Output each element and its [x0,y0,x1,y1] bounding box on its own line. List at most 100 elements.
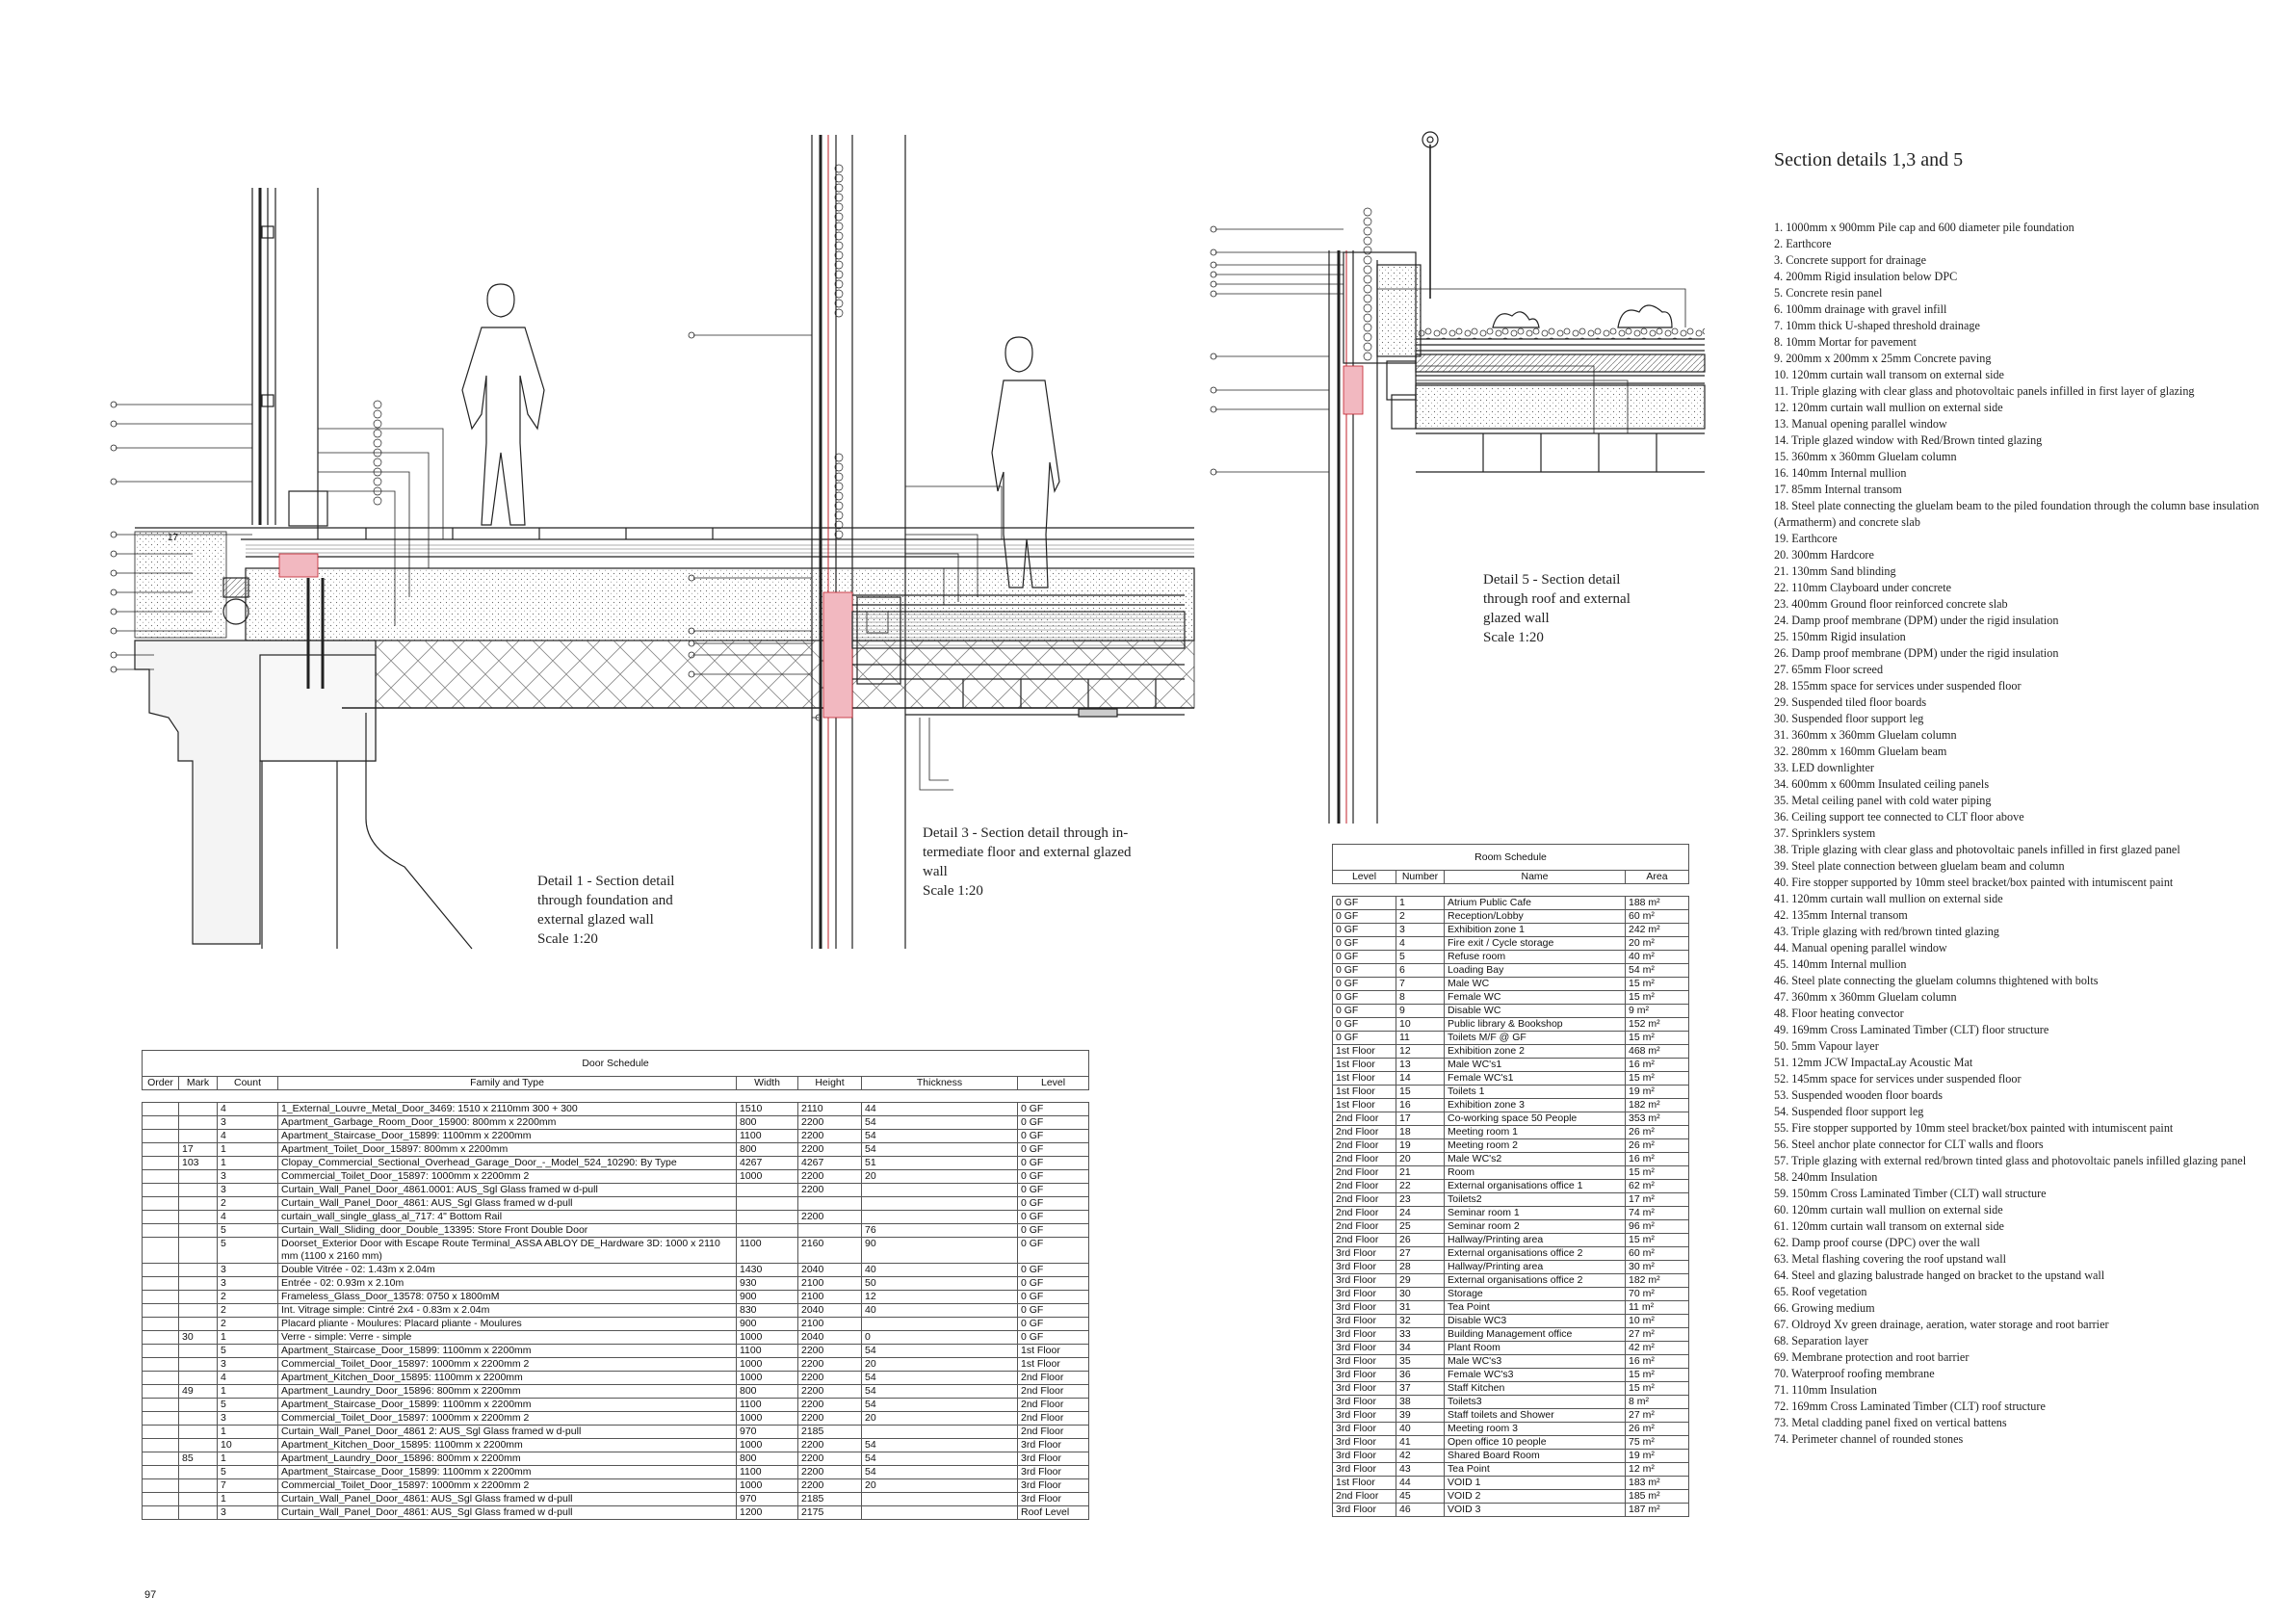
door-cell: 54 [861,1452,1018,1466]
note-item: 52. 145mm space for services under suspe… [1774,1072,2022,1086]
door-cell: Curtain_Wall_Panel_Door_4861 2: AUS_Sgl … [277,1425,737,1439]
room-cell: 3rd Floor [1332,1503,1396,1517]
door-cell: 2 [217,1290,278,1304]
door-cell: 10 [217,1438,278,1452]
note-item: 19. Earthcore [1774,532,1838,545]
note-item: 45. 140mm Internal mullion [1774,957,1907,971]
note-item: 8. 10mm Mortar for pavement [1774,335,1917,349]
note-item: 63. Metal flashing covering the roof ups… [1774,1252,2006,1266]
door-cell [178,1183,218,1197]
door-cell: 4 [217,1102,278,1116]
door-cell: 0 GF [1016,1330,1090,1345]
door-cell: Placard pliante - Moulures: Placard plia… [277,1317,737,1331]
room-cell: 2nd Floor [1332,1179,1396,1193]
room-cell: 353 m² [1624,1112,1690,1126]
room-cell: Meeting room 3 [1444,1422,1626,1436]
door-cell: 2nd Floor [1016,1398,1090,1412]
door-cell: 2200 [797,1183,862,1197]
room-cell: 0 GF [1332,936,1396,951]
door-cell: 0 GF [1016,1290,1090,1304]
door-cell: 3 [217,1169,278,1184]
room-cell: 182 m² [1624,1273,1690,1288]
door-cell: 3 [217,1263,278,1277]
door-cell [861,1492,1018,1506]
room-cell: Loading Bay [1444,963,1626,978]
door-cell: 4267 [736,1156,798,1170]
door-cell: Verre - simple: Verre - simple [277,1330,737,1345]
detail-1-drawing [110,188,1195,950]
door-cell: 1100 [736,1129,798,1143]
door-cell [178,1438,218,1452]
note-item: 51. 12mm JCW ImpactaLay Acoustic Mat [1774,1056,1973,1069]
room-cell: 1st Floor [1332,1476,1396,1490]
room-cell: 3rd Floor [1332,1287,1396,1301]
door-cell: 30 [178,1330,218,1345]
room-cell: 70 m² [1624,1287,1690,1301]
room-cell: 31 [1396,1300,1445,1315]
note-item: 57. Triple glazing with external red/bro… [1774,1154,2247,1167]
note-item: 7. 10mm thick U-shaped threshold drainag… [1774,319,1980,332]
room-cell: 19 m² [1624,1449,1690,1463]
door-cell: 2200 [797,1210,862,1224]
section-title: Section details 1,3 and 5 [1774,149,1964,170]
note-item: 50. 5mm Vapour layer [1774,1039,1879,1053]
door-cell: 0 GF [1016,1142,1090,1157]
door-cell: Roof Level [1016,1505,1090,1520]
door-cell: 3 [217,1357,278,1372]
room-cell: 40 m² [1624,950,1690,964]
room-cell: Exhibition zone 3 [1444,1098,1626,1112]
door-cell: Commercial_Toilet_Door_15897: 1000mm x 2… [277,1411,737,1426]
room-cell: 185 m² [1624,1489,1690,1504]
door-cell: 54 [861,1371,1018,1385]
note-item: 58. 240mm Insulation [1774,1170,1878,1184]
door-cell: 0 GF [1016,1102,1090,1116]
door-cell: 0 GF [1016,1129,1090,1143]
detail-5-caption: Detail 5 - Section detail through roof a… [1483,572,1631,645]
door-cell: 3 [217,1115,278,1130]
room-cell: 187 m² [1624,1503,1690,1517]
note-item: 36. Ceiling support tee connected to CLT… [1774,810,2024,824]
note-item: 41. 120mm curtain wall mullion on extern… [1774,892,2003,905]
door-cell [142,1330,179,1345]
door-cell: 1200 [736,1505,798,1520]
room-cell: 2nd Floor [1332,1152,1396,1166]
note-item: 73. Metal cladding panel fixed on vertic… [1774,1416,2007,1429]
room-cell: 1st Floor [1332,1098,1396,1112]
door-cell: 103 [178,1156,218,1170]
door-cell: 2 [217,1317,278,1331]
door-cell [178,1425,218,1439]
door-cell [178,1492,218,1506]
door-cell: 2200 [797,1438,862,1452]
door-cell: 1100 [736,1398,798,1412]
room-cell: 6 [1396,963,1445,978]
room-cell: Atrium Public Cafe [1444,896,1626,910]
door-cell: 2nd Floor [1016,1384,1090,1399]
door-cell: 3rd Floor [1016,1438,1090,1452]
door-schedule-total: 97 [144,1589,157,1601]
door-cell: 1st Floor [1016,1357,1090,1372]
door-cell: Apartment_Staircase_Door_15899: 1100mm x… [277,1398,737,1412]
door-cell: Int. Vitrage simple: Cintré 2x4 - 0.83m … [277,1303,737,1318]
door-cell: 2185 [797,1492,862,1506]
room-cell: VOID 2 [1444,1489,1626,1504]
note-item: 49. 169mm Cross Laminated Timber (CLT) f… [1774,1023,2049,1036]
door-cell: Curtain_Wall_Sliding_door_Double_13395: … [277,1223,737,1238]
door-cell [861,1210,1018,1224]
door-cell [797,1196,862,1211]
room-cell: 0 GF [1332,896,1396,910]
room-cell: Female WC's1 [1444,1071,1626,1086]
door-cell: 40 [861,1263,1018,1277]
room-cell: 3rd Floor [1332,1354,1396,1369]
door-cell [178,1344,218,1358]
